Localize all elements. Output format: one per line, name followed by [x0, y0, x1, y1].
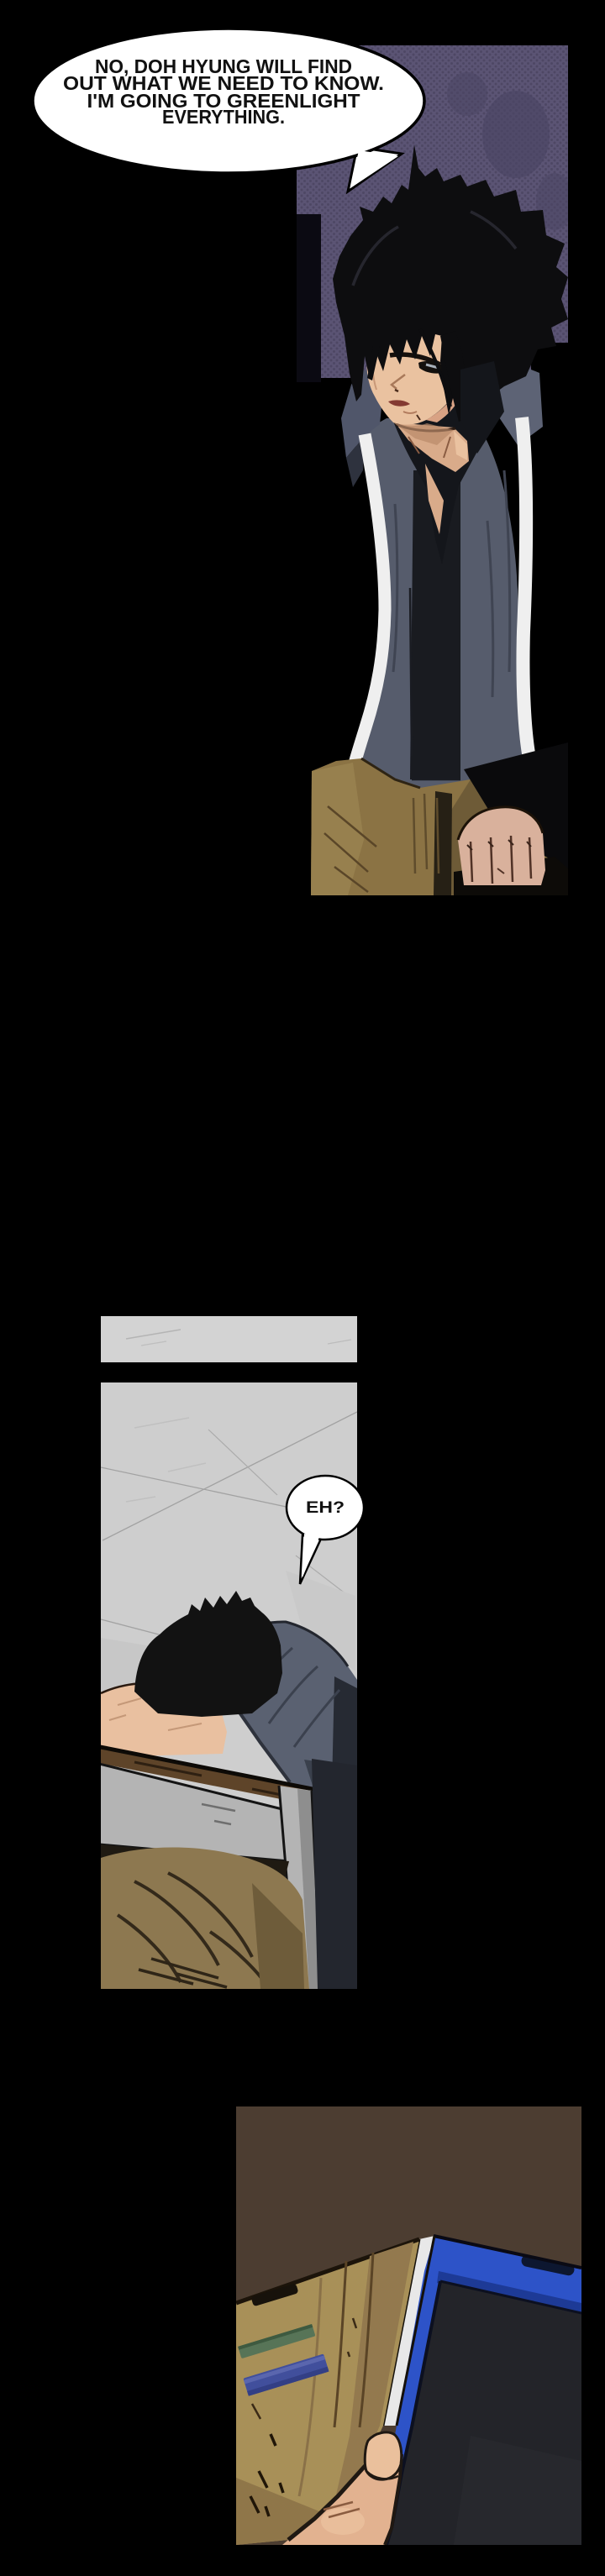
svg-text:OUT WHAT WE NEED TO KNOW.: OUT WHAT WE NEED TO KNOW. — [63, 72, 384, 94]
svg-text:EVERYTHING.: EVERYTHING. — [162, 106, 285, 128]
svg-text:EH?: EH? — [306, 1499, 345, 1517]
svg-text:I'M GOING TO GREENLIGHT: I'M GOING TO GREENLIGHT — [87, 90, 360, 112]
svg-text:NO, DOH HYUNG WILL FIND: NO, DOH HYUNG WILL FIND — [95, 55, 352, 77]
